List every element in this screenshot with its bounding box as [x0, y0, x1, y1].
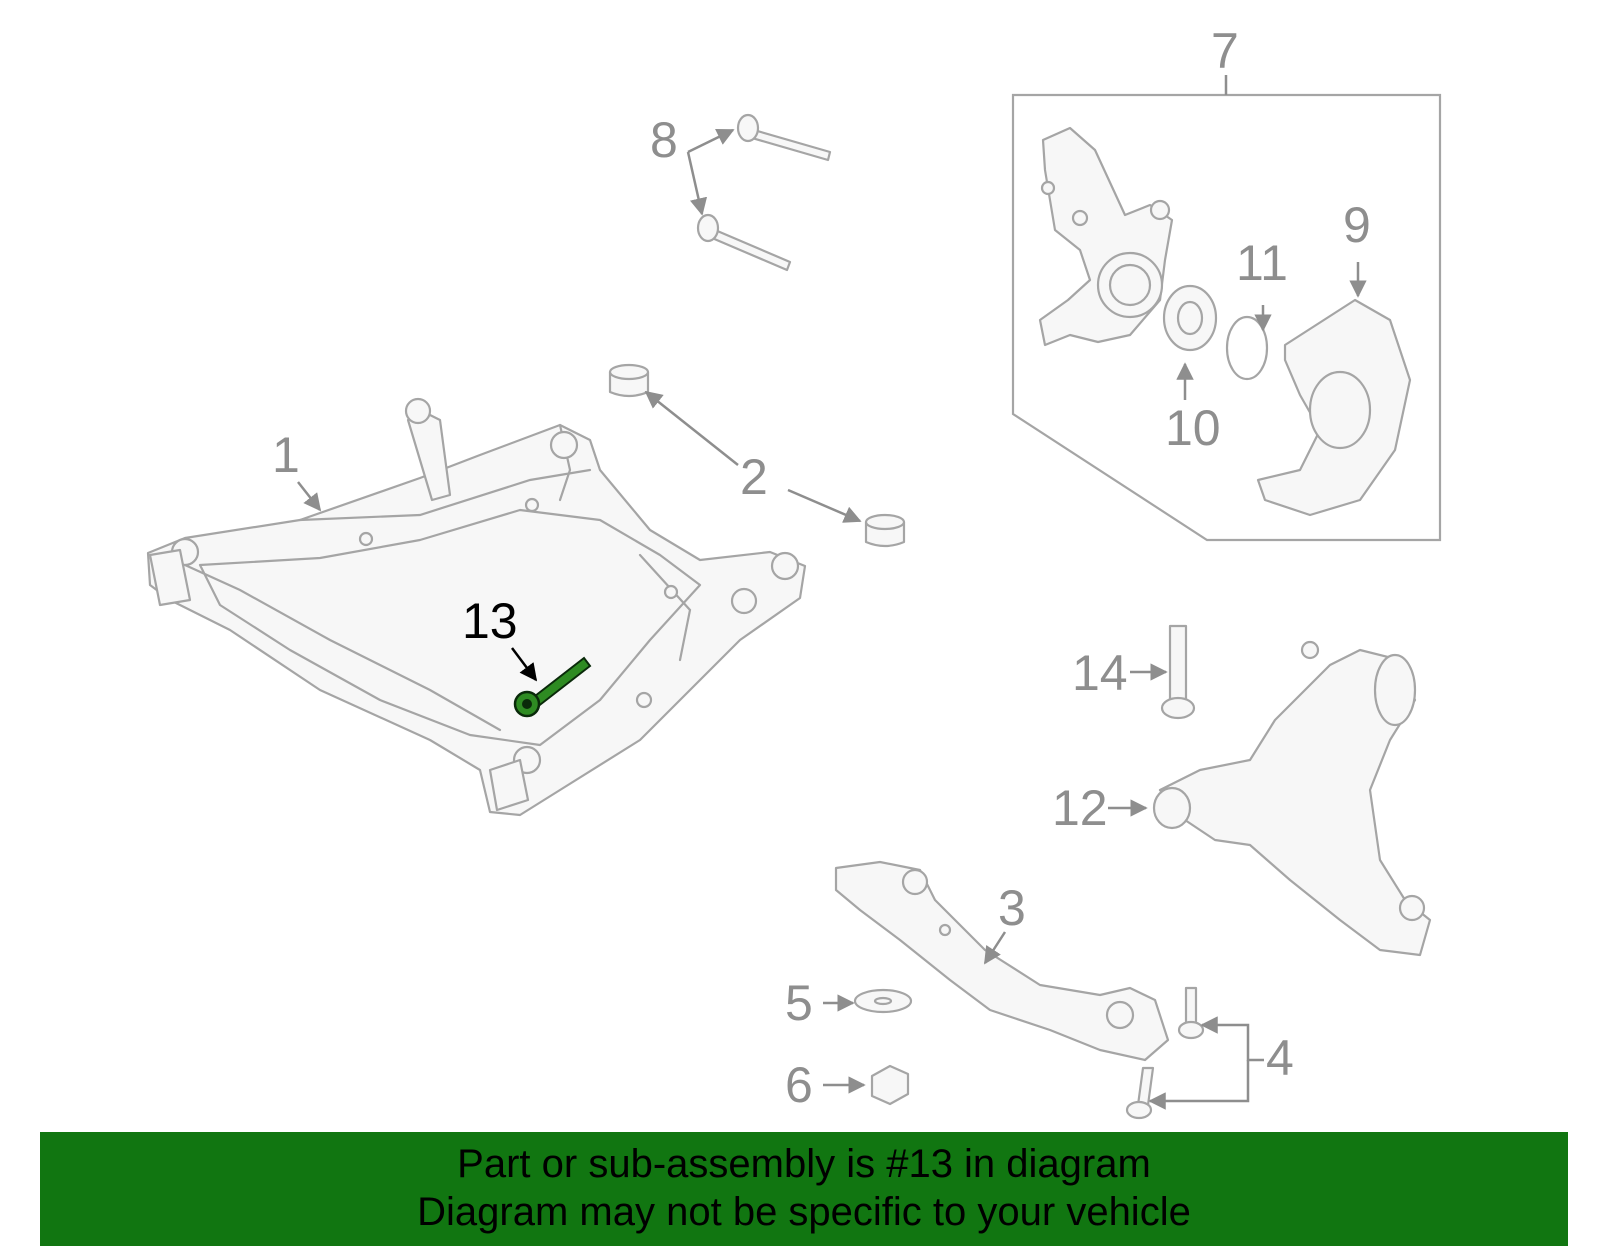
callout-9: 9	[1343, 197, 1371, 253]
info-banner: Part or sub-assembly is #13 in diagram D…	[40, 1132, 1568, 1246]
callout-2: 2	[740, 449, 768, 505]
callout-4: 4	[1266, 1030, 1294, 1086]
bolt-14[interactable]	[1160, 624, 1196, 720]
banner-line-2: Diagram may not be specific to your vehi…	[417, 1190, 1191, 1234]
steering-knuckle[interactable]	[1038, 126, 1174, 347]
callout-13: 13	[462, 593, 518, 649]
parts-diagram: 1 2 3 4 5 6 7 8 9 10 11 12 13 14	[146, 23, 1442, 1120]
callout-8: 8	[650, 112, 678, 168]
splash-shield[interactable]	[1256, 298, 1412, 517]
callout-7: 7	[1211, 23, 1239, 79]
mount-bushing-lower[interactable]	[864, 513, 906, 548]
callout-12: 12	[1052, 780, 1108, 836]
callout-11: 11	[1236, 235, 1288, 291]
bolt-pair-4[interactable]	[1125, 986, 1205, 1120]
callout-14: 14	[1072, 645, 1128, 701]
callout-labels: 1 2 3 4 5 6 7 8 9 10 11 12 13 14	[272, 23, 1371, 1113]
front-subframe[interactable]	[146, 397, 807, 817]
washer[interactable]	[853, 988, 913, 1014]
mount-bushing-upper[interactable]	[608, 363, 650, 398]
leader-lines	[297, 75, 1367, 1110]
bolt-13-highlighted[interactable]	[513, 656, 592, 718]
callout-5: 5	[785, 975, 813, 1031]
wheel-bearing[interactable]	[1162, 284, 1218, 352]
lower-control-arm[interactable]	[1152, 640, 1432, 957]
nut[interactable]	[870, 1064, 910, 1106]
knuckle-assembly-box	[1011, 93, 1442, 542]
callout-10: 10	[1165, 400, 1221, 456]
lower-crossmember-brace[interactable]	[834, 860, 1170, 1062]
snap-ring[interactable]	[1225, 315, 1269, 381]
callout-1: 1	[272, 427, 300, 483]
callout-3: 3	[998, 880, 1026, 936]
bolt-pair-8[interactable]	[696, 113, 832, 272]
callout-6: 6	[785, 1057, 813, 1113]
banner-line-1: Part or sub-assembly is #13 in diagram	[457, 1142, 1151, 1186]
